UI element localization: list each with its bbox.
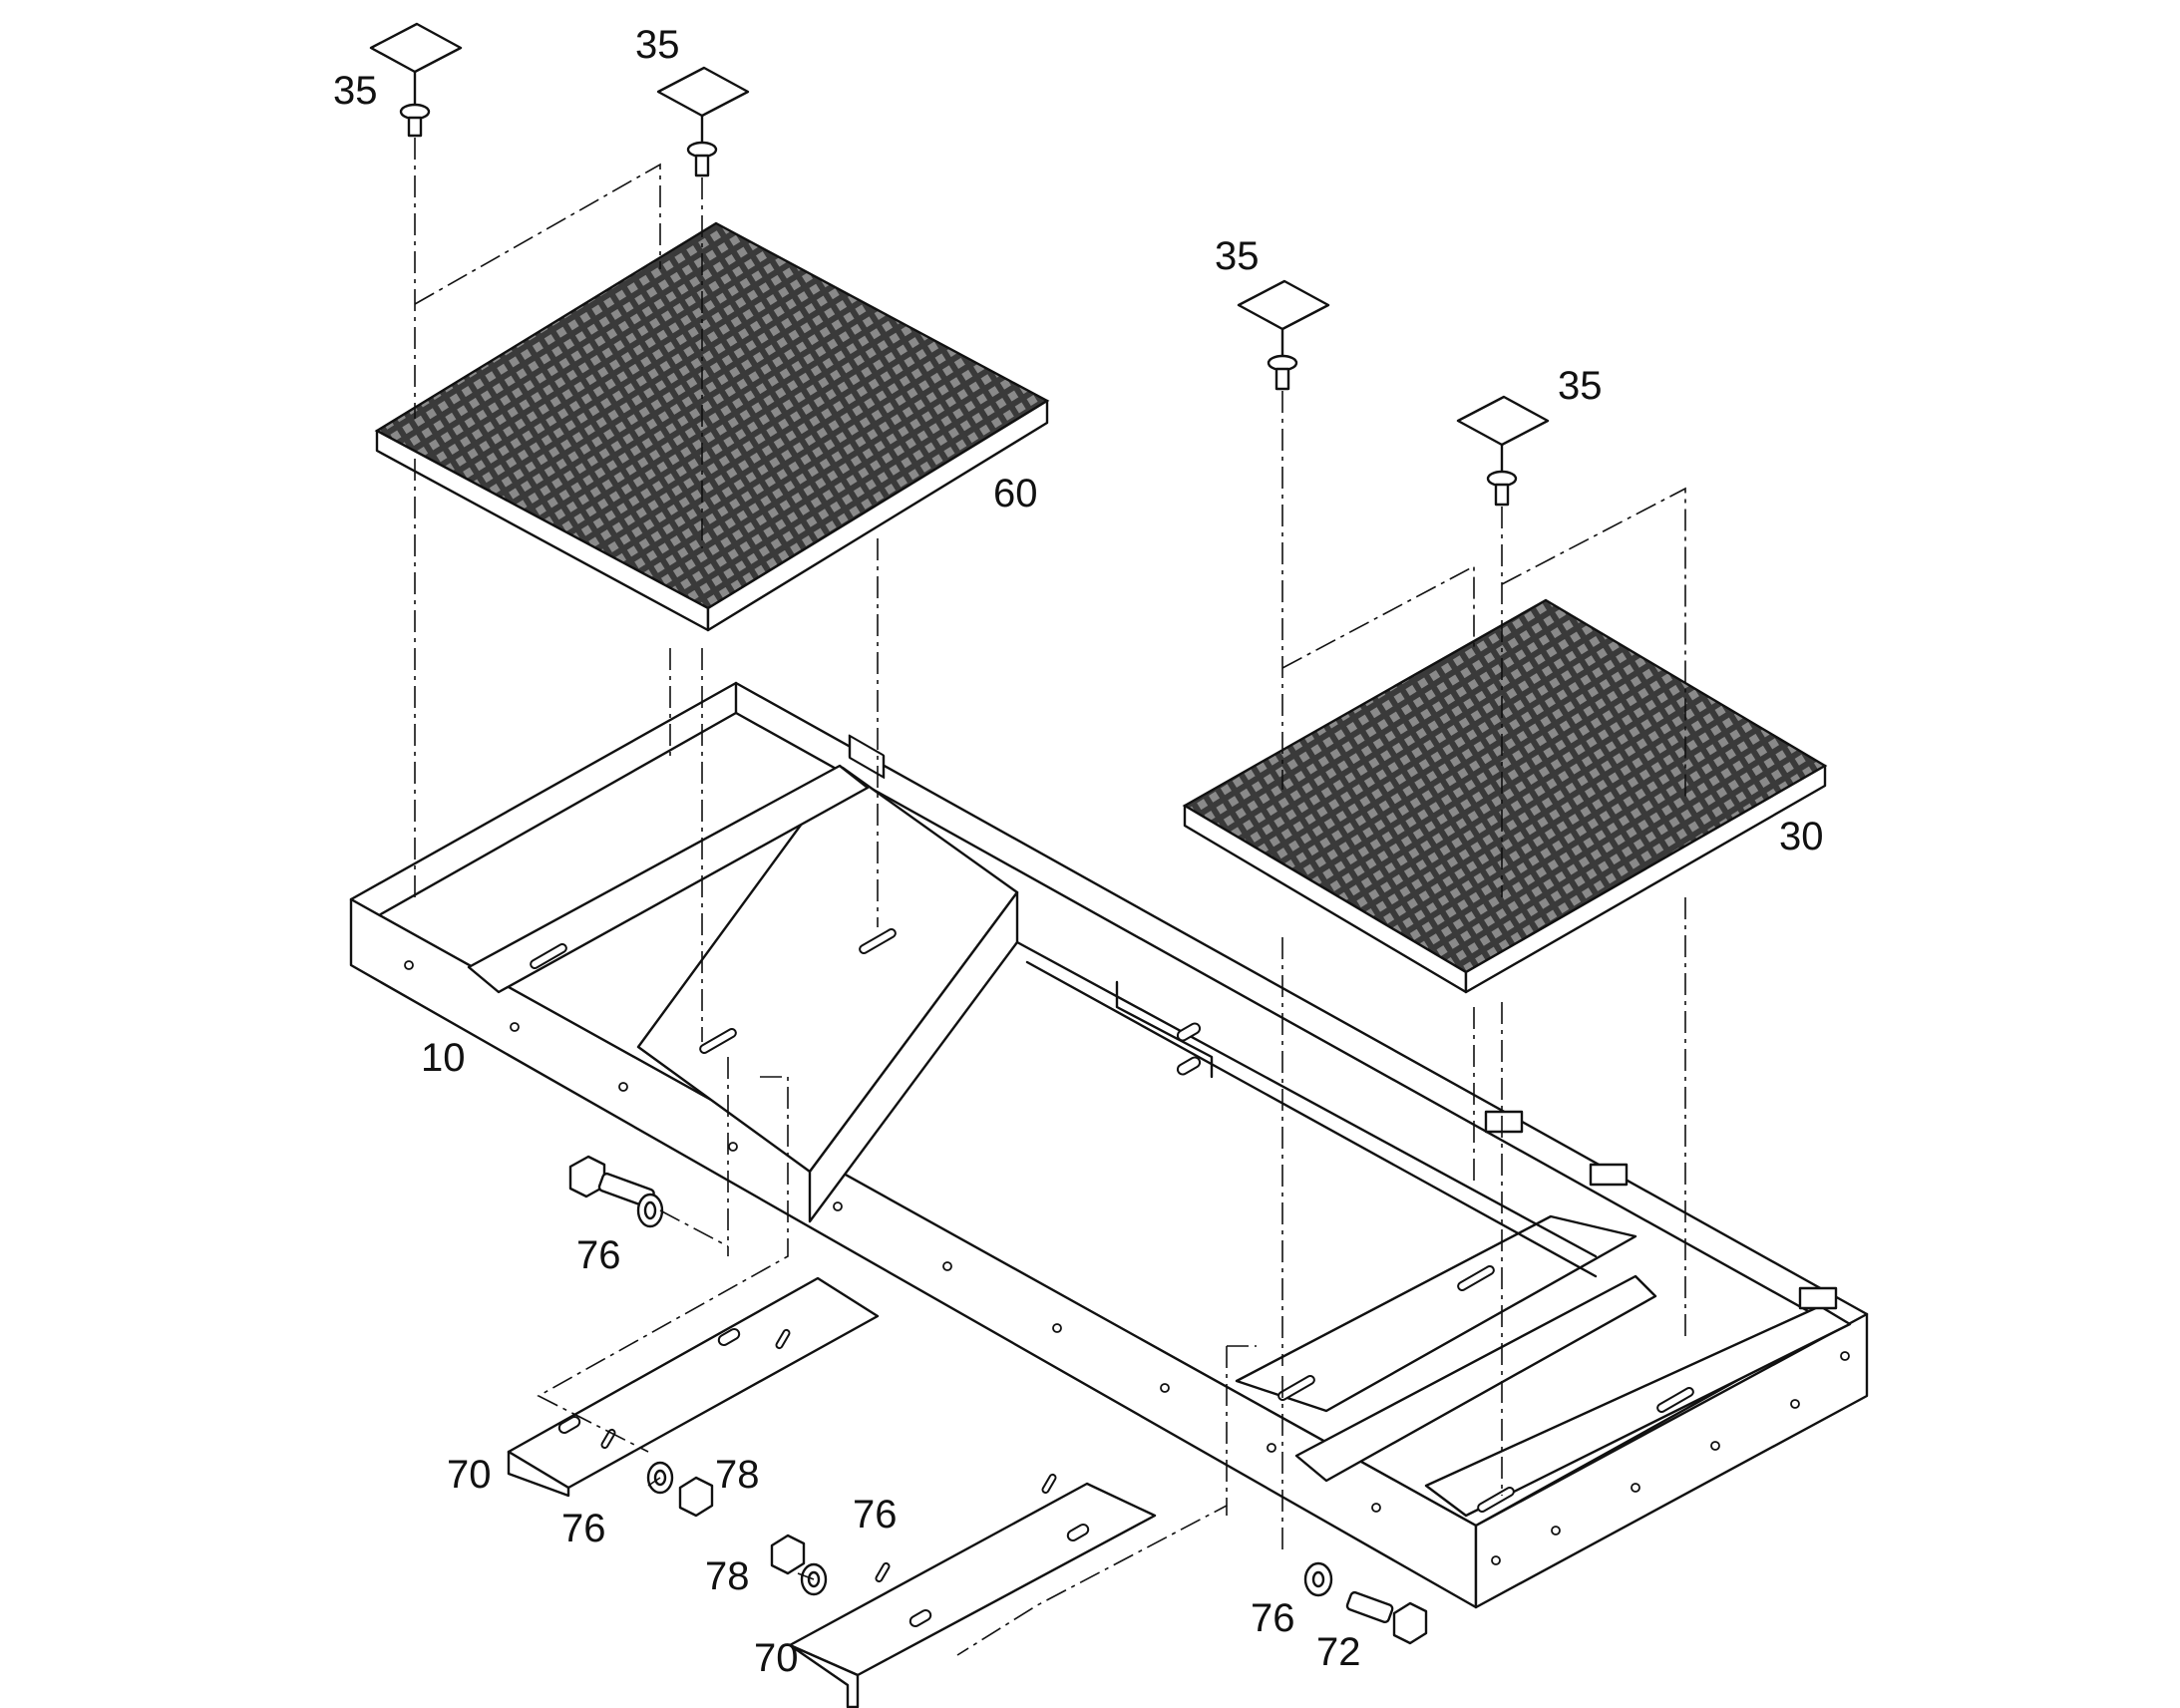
callout-76-a: 76 [576, 1233, 621, 1277]
clamp-35-a [369, 22, 463, 138]
nut-78-left-cover [678, 1476, 714, 1518]
frame-front-holes [404, 960, 1850, 1565]
frame-beam-left [467, 764, 870, 994]
cover-plate-70-left [507, 1276, 880, 1498]
bolt-72 [1345, 1590, 1428, 1645]
frame-rail-bracket [1115, 980, 1214, 1079]
frame-inner-rail [1015, 940, 1598, 1258]
frame-tab-4 [1798, 1286, 1838, 1310]
frame-tab-2 [1484, 1110, 1524, 1134]
callout-78-a: 78 [715, 1453, 760, 1497]
frame-tab-3 [1589, 1163, 1629, 1187]
frame-inner-rail-lower [1025, 960, 1598, 1278]
clamp-35-c [1237, 279, 1330, 391]
callout-76-b: 76 [561, 1507, 606, 1550]
grating-panel-60 [374, 221, 1050, 632]
grating-30-side-edge [1464, 764, 1827, 994]
frame-cross-channel-right [1235, 1214, 1637, 1413]
grating-panel-30 [1182, 598, 1828, 994]
nut-78-right-cover [770, 1534, 806, 1575]
callout-35-a: 35 [333, 69, 378, 113]
clamp-35-b [656, 66, 750, 177]
frame-tab-1 [848, 734, 886, 779]
grating-30-top [1182, 598, 1828, 974]
washer-76-upper [636, 1193, 664, 1228]
base-frame [349, 681, 1869, 1609]
assembly-lines [414, 138, 1686, 1656]
callout-35-c: 35 [1215, 234, 1260, 278]
washer-76-bottom [1303, 1561, 1333, 1597]
frame-slots [530, 928, 1694, 1513]
frame-end-plate [1424, 1304, 1852, 1518]
grating-60-top [374, 221, 1050, 610]
frame-beam-right [1294, 1274, 1657, 1483]
callout-30: 30 [1779, 815, 1824, 858]
bolt-76-upper [568, 1155, 655, 1208]
callout-72: 72 [1316, 1630, 1361, 1674]
cover-plate-70-right [788, 1473, 1157, 1708]
callout-35-b: 35 [635, 23, 680, 67]
callout-70-a: 70 [447, 1453, 492, 1497]
callout-76-c: 76 [853, 1493, 898, 1537]
grating-60-side-edge [706, 399, 1049, 632]
callout-76-d: 76 [1251, 1596, 1295, 1640]
callout-60: 60 [993, 472, 1038, 515]
callout-70-b: 70 [754, 1636, 799, 1680]
frame-end-wall [1474, 1312, 1869, 1609]
clamp-35-d [1456, 395, 1550, 507]
callout-35-d: 35 [1558, 364, 1603, 408]
callout-78-b: 78 [705, 1554, 750, 1598]
callout-10: 10 [421, 1036, 466, 1080]
